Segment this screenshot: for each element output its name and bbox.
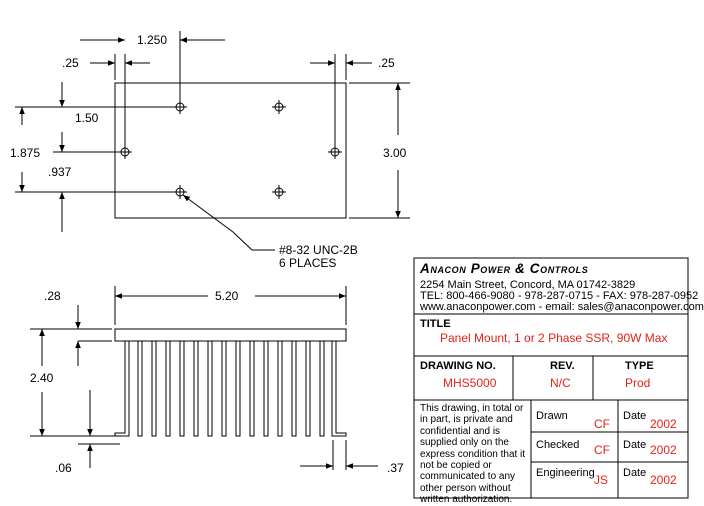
dim-base-thickness: .28: [44, 289, 61, 303]
plate-outline: [114, 82, 347, 219]
dim-overall-length: 5.20: [215, 289, 239, 303]
side-view: [30, 286, 378, 470]
hole-callout-spec: #8-32 UNC-2B: [279, 243, 358, 257]
drawn-date-label: Date: [623, 410, 647, 422]
heatsink-fin: [165, 341, 171, 437]
checked-date-label: Date: [623, 439, 647, 451]
heatsink-fin: [151, 341, 157, 437]
dim-fin-bottom-offset: .06: [55, 461, 72, 475]
type-value: Prod: [625, 376, 651, 390]
heatsink-base: [114, 328, 347, 342]
drawn-value: CF: [594, 417, 610, 431]
heatsink-fin: [319, 341, 325, 437]
top-view: [15, 31, 410, 251]
hole-callout-qty: 6 PLACES: [279, 256, 337, 270]
title-block: [413, 257, 689, 499]
engineering-date: 2002: [650, 473, 677, 487]
drawing-no-value: MHS5000: [443, 376, 497, 390]
heatsink-fin: [277, 341, 283, 437]
title-label: TITLE: [420, 318, 451, 330]
engineering-date-label: Date: [623, 467, 647, 479]
company-name: Anacon Power & Controls: [420, 261, 589, 276]
hole-pattern: [118, 100, 342, 199]
mechanical-drawing: [15, 31, 689, 499]
mounting-hole: [118, 145, 132, 159]
dim-top-hole-spacing: 1.250: [137, 33, 168, 47]
checked-label: Checked: [536, 439, 580, 451]
company-phone: TEL: 800-466-9080 - 978-287-0715 - FAX: …: [420, 290, 699, 302]
heatsink-fin: [291, 341, 297, 437]
rev-label: REV.: [550, 360, 575, 372]
dim-fin-end-offset: .37: [387, 461, 404, 475]
dim-plate-height: 3.00: [383, 146, 407, 160]
heatsink-fin: [193, 341, 199, 437]
type-label: TYPE: [625, 360, 654, 372]
heatsink-fin: [207, 341, 213, 437]
dim-row2-from-top: 1.875: [10, 146, 41, 160]
dim-row1-from-top: 1.50: [75, 111, 99, 125]
checked-date: 2002: [650, 443, 677, 457]
heatsink-fin: [221, 341, 227, 437]
drawing-no-label: DRAWING NO.: [420, 360, 496, 372]
dim-right-edge-offset: .25: [378, 56, 395, 70]
rev-value: N/C: [550, 376, 571, 390]
heatsink-fin: [235, 341, 241, 437]
mounting-hole: [272, 185, 286, 199]
engineering-value: JS: [594, 473, 609, 487]
heatsink-fin: [179, 341, 185, 437]
dim-overall-height: 2.40: [30, 371, 54, 385]
company-web: www.anaconpower.com - email: sales@anaco…: [420, 301, 704, 313]
heatsink-fin: [114, 341, 130, 437]
drawn-date: 2002: [650, 417, 677, 431]
dim-row3-offset: .937: [48, 165, 72, 179]
drawn-label: Drawn: [536, 410, 568, 422]
heatsink-fin: [331, 341, 347, 437]
heatsink-fin: [305, 341, 311, 437]
title-value: Panel Mount, 1 or 2 Phase SSR, 90W Max: [440, 331, 668, 345]
confidentiality-notice: This drawing, in total or in part, is pr…: [420, 403, 526, 506]
checked-value: CF: [594, 443, 610, 457]
heatsink-fin: [137, 341, 143, 437]
heatsink-fins: [114, 341, 347, 437]
mounting-hole: [328, 145, 342, 159]
heatsink-fin: [263, 341, 269, 437]
mounting-hole: [272, 100, 286, 114]
mounting-hole: [173, 100, 187, 114]
heatsink-fin: [249, 341, 255, 437]
engineering-label: Engineering: [536, 467, 595, 479]
company-address: 2254 Main Street, Concord, MA 01742-3829: [420, 279, 636, 291]
dim-left-edge-offset: .25: [62, 56, 79, 70]
mounting-hole: [173, 185, 187, 199]
